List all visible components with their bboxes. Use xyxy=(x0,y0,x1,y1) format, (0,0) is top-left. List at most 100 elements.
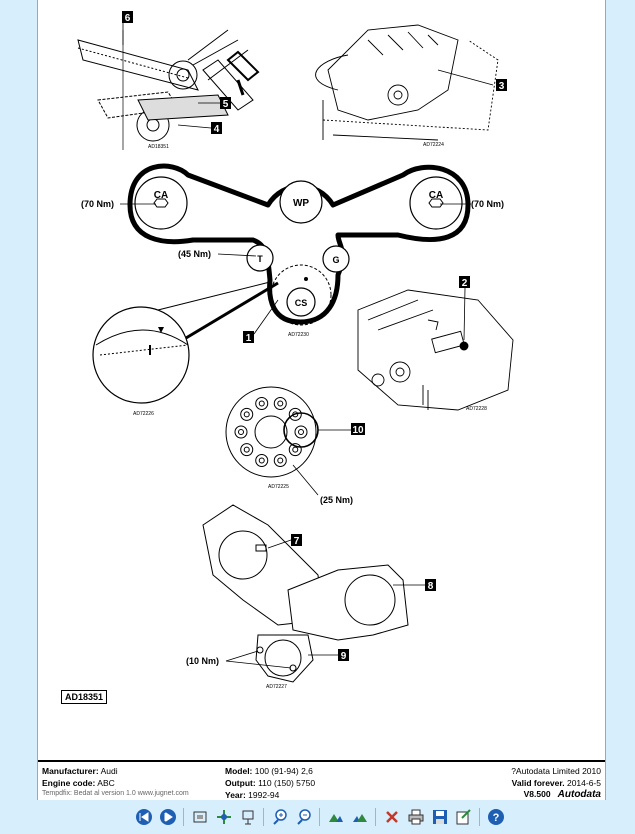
pulley-idler: G xyxy=(322,245,350,273)
ref-label-1: AD18351 xyxy=(148,144,169,150)
torque-cam-left: (70 Nm) xyxy=(81,199,114,209)
damper-bolts xyxy=(234,396,308,468)
year-label: Year: xyxy=(225,790,246,800)
crank-damper xyxy=(225,386,351,496)
copyright: ?Autodata Limited 2010 xyxy=(511,766,601,776)
pulley-label-ca-left: CA xyxy=(154,190,168,201)
damper-bolt xyxy=(273,454,287,468)
damper-bolt xyxy=(294,425,308,439)
tensioner-tool-sketch xyxy=(77,29,260,150)
callout-9: 9 xyxy=(341,651,347,662)
callout-6: 6 xyxy=(125,13,131,24)
damper-bolt xyxy=(255,396,269,410)
valid-label: Valid forever. xyxy=(511,778,565,788)
callout-4-box xyxy=(211,122,222,134)
callout-5: 5 xyxy=(223,99,229,110)
callout-5-box xyxy=(220,97,231,109)
engine-label: Engine code: xyxy=(42,778,96,788)
timing-belt-diagram: 6 5 4 AD18351 3 AD72224 CA xyxy=(77,11,514,690)
model-label: Model: xyxy=(225,766,253,776)
ref-label-7: AD72227 xyxy=(266,684,287,690)
damper-bolt xyxy=(240,443,254,457)
version: V8.500 xyxy=(523,789,551,799)
damper-bolt-hole xyxy=(277,400,284,407)
rotate-left-icon[interactable] xyxy=(327,808,345,826)
callout-10-box xyxy=(351,423,365,435)
prev-page-icon[interactable] xyxy=(159,808,177,826)
fit-page-icon[interactable] xyxy=(191,808,209,826)
valid-row: Valid forever. 2014-6-5 xyxy=(512,778,601,788)
manufacturer-row: Manufacturer: Audi xyxy=(42,766,118,776)
damper-bolt-hole xyxy=(258,457,265,464)
document-footer: Manufacturer: Audi Engine code: ABC Temp… xyxy=(38,760,605,800)
pulley-tensioner: T xyxy=(246,244,274,272)
damper-bolt xyxy=(273,396,287,410)
zoom-out-icon[interactable] xyxy=(295,808,313,826)
rotate-right-icon[interactable] xyxy=(351,808,369,826)
callout-2: 2 xyxy=(462,278,468,289)
crank-sensor-sketch xyxy=(357,289,514,411)
year-value: 1992-94 xyxy=(248,790,280,800)
help-icon[interactable]: ? xyxy=(487,808,505,826)
torque-damper: (25 Nm) xyxy=(320,495,353,505)
callout-2-box xyxy=(459,276,470,288)
model-row: Model: 100 (91-94) 2,6 xyxy=(225,766,313,776)
engine-sensor-sketch xyxy=(315,24,499,141)
engine-row: Engine code: ABC xyxy=(42,778,115,788)
export-icon[interactable] xyxy=(455,808,473,826)
pulley-label-g: G xyxy=(332,255,339,265)
close-icon[interactable] xyxy=(383,808,401,826)
ref-label-4: AD72226 xyxy=(133,411,154,417)
callout-9-box xyxy=(338,649,349,661)
torque-cam-right: (70 Nm) xyxy=(471,199,504,209)
select-icon[interactable] xyxy=(239,808,257,826)
callout-1-box xyxy=(243,331,254,343)
callout-6-box xyxy=(122,11,133,23)
version-row: V8.500 Autodata xyxy=(524,789,601,800)
damper-bolt xyxy=(234,425,248,439)
damper-bolt xyxy=(288,443,302,457)
damper-bolt-hole xyxy=(298,429,304,435)
damper-bolt xyxy=(255,454,269,468)
trial-text: Tempdfix: Bedat al version 1.0 www.jugne… xyxy=(42,790,189,797)
ref-label-5: AD72228 xyxy=(466,406,487,412)
pulley-label-wp: WP xyxy=(293,198,309,209)
callout-8: 8 xyxy=(428,581,434,592)
damper-bolt-hole xyxy=(243,446,250,453)
manufacturer-label: Manufacturer: xyxy=(42,766,99,776)
viewer-toolbar: ? xyxy=(0,800,635,834)
torque-tensioner: (45 Nm) xyxy=(178,249,211,259)
output-label: Output: xyxy=(225,778,256,788)
output-row: Output: 110 (150) 5750 xyxy=(225,778,315,788)
damper-bolt-hole xyxy=(238,429,244,435)
callout-3-box xyxy=(496,79,507,91)
move-icon[interactable] xyxy=(215,808,233,826)
callout-8-box xyxy=(425,579,436,591)
callout-4: 4 xyxy=(214,124,220,135)
damper-bolt xyxy=(240,407,254,421)
callout-7: 7 xyxy=(294,536,300,547)
manufacturer-value: Audi xyxy=(100,766,118,776)
pulley-water-pump: WP xyxy=(279,180,323,224)
pulley-cam-right: CA xyxy=(409,176,463,230)
pulley-label-ca-right: CA xyxy=(429,190,443,201)
damper-bolt-hole xyxy=(292,446,299,453)
callout-7-box xyxy=(291,534,302,546)
save-icon[interactable] xyxy=(431,808,449,826)
timing-covers xyxy=(202,504,409,683)
damper-bolt-hole xyxy=(258,400,265,407)
document-page: 6 5 4 AD18351 3 AD72224 CA xyxy=(37,0,606,800)
year-row: Year: 1992-94 xyxy=(225,790,279,800)
damper-bolt-hole xyxy=(243,411,250,418)
print-icon[interactable] xyxy=(407,808,425,826)
valid-date: 2014-6-5 xyxy=(566,778,601,788)
pulley-label-cs: CS xyxy=(295,298,308,308)
callout-1: 1 xyxy=(246,333,252,344)
ref-label-3: AD72230 xyxy=(288,332,309,338)
first-page-icon[interactable] xyxy=(135,808,153,826)
callout-3: 3 xyxy=(499,81,505,92)
model-value: 100 (91-94) 2,6 xyxy=(254,766,313,776)
svg-text:?: ? xyxy=(493,812,500,824)
drawing-code-box: AD18351 xyxy=(61,690,108,704)
zoom-in-icon[interactable] xyxy=(271,808,289,826)
